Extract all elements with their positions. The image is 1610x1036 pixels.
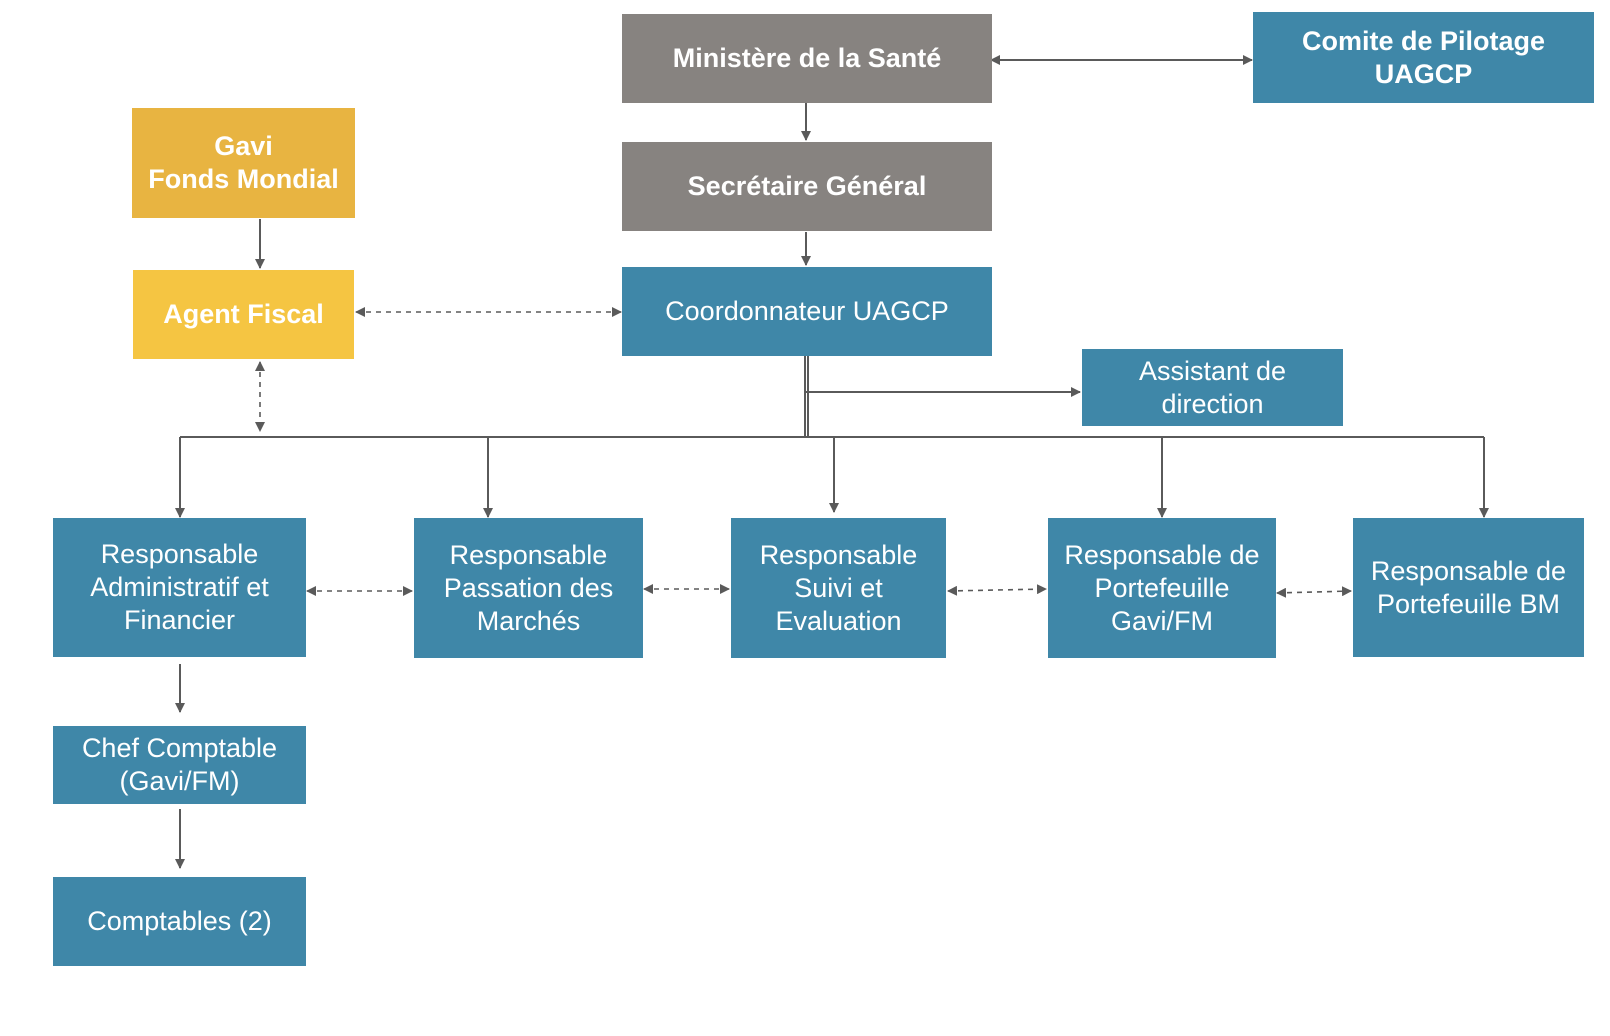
node-coordonnateur-uagcp: Coordonnateur UAGCP (622, 267, 992, 356)
dashed-rse-rpg (947, 584, 1047, 596)
node-gavi-fonds-mondial: Gavi Fonds Mondial (132, 108, 355, 218)
node-responsable-passation-marches: Responsable Passation des Marchés (414, 518, 643, 658)
node-responsable-suivi-evaluation: Responsable Suivi et Evaluation (731, 518, 946, 658)
node-assistant-direction: Assistant de direction (1082, 349, 1343, 426)
dashed-rpg-rpbm (1276, 586, 1352, 598)
node-chef-comptable: Chef Comptable (Gavi/FM) (53, 726, 306, 804)
node-responsable-portefeuille-gavi-fm: Responsable de Portefeuille Gavi/FM (1048, 518, 1276, 658)
node-comptables: Comptables (2) (53, 877, 306, 966)
node-secretaire-general: Secrétaire Général (622, 142, 992, 231)
arrow-coordonnateur-assistant (804, 356, 1081, 397)
node-comite-pilotage: Comite de Pilotage UAGCP (1253, 12, 1594, 103)
node-responsable-admin-financier: Responsable Administratif et Financier (53, 518, 306, 657)
node-ministere-sante: Ministère de la Santé (622, 14, 992, 103)
node-responsable-portefeuille-bm: Responsable de Portefeuille BM (1353, 518, 1584, 657)
node-agent-fiscal: Agent Fiscal (133, 270, 354, 359)
